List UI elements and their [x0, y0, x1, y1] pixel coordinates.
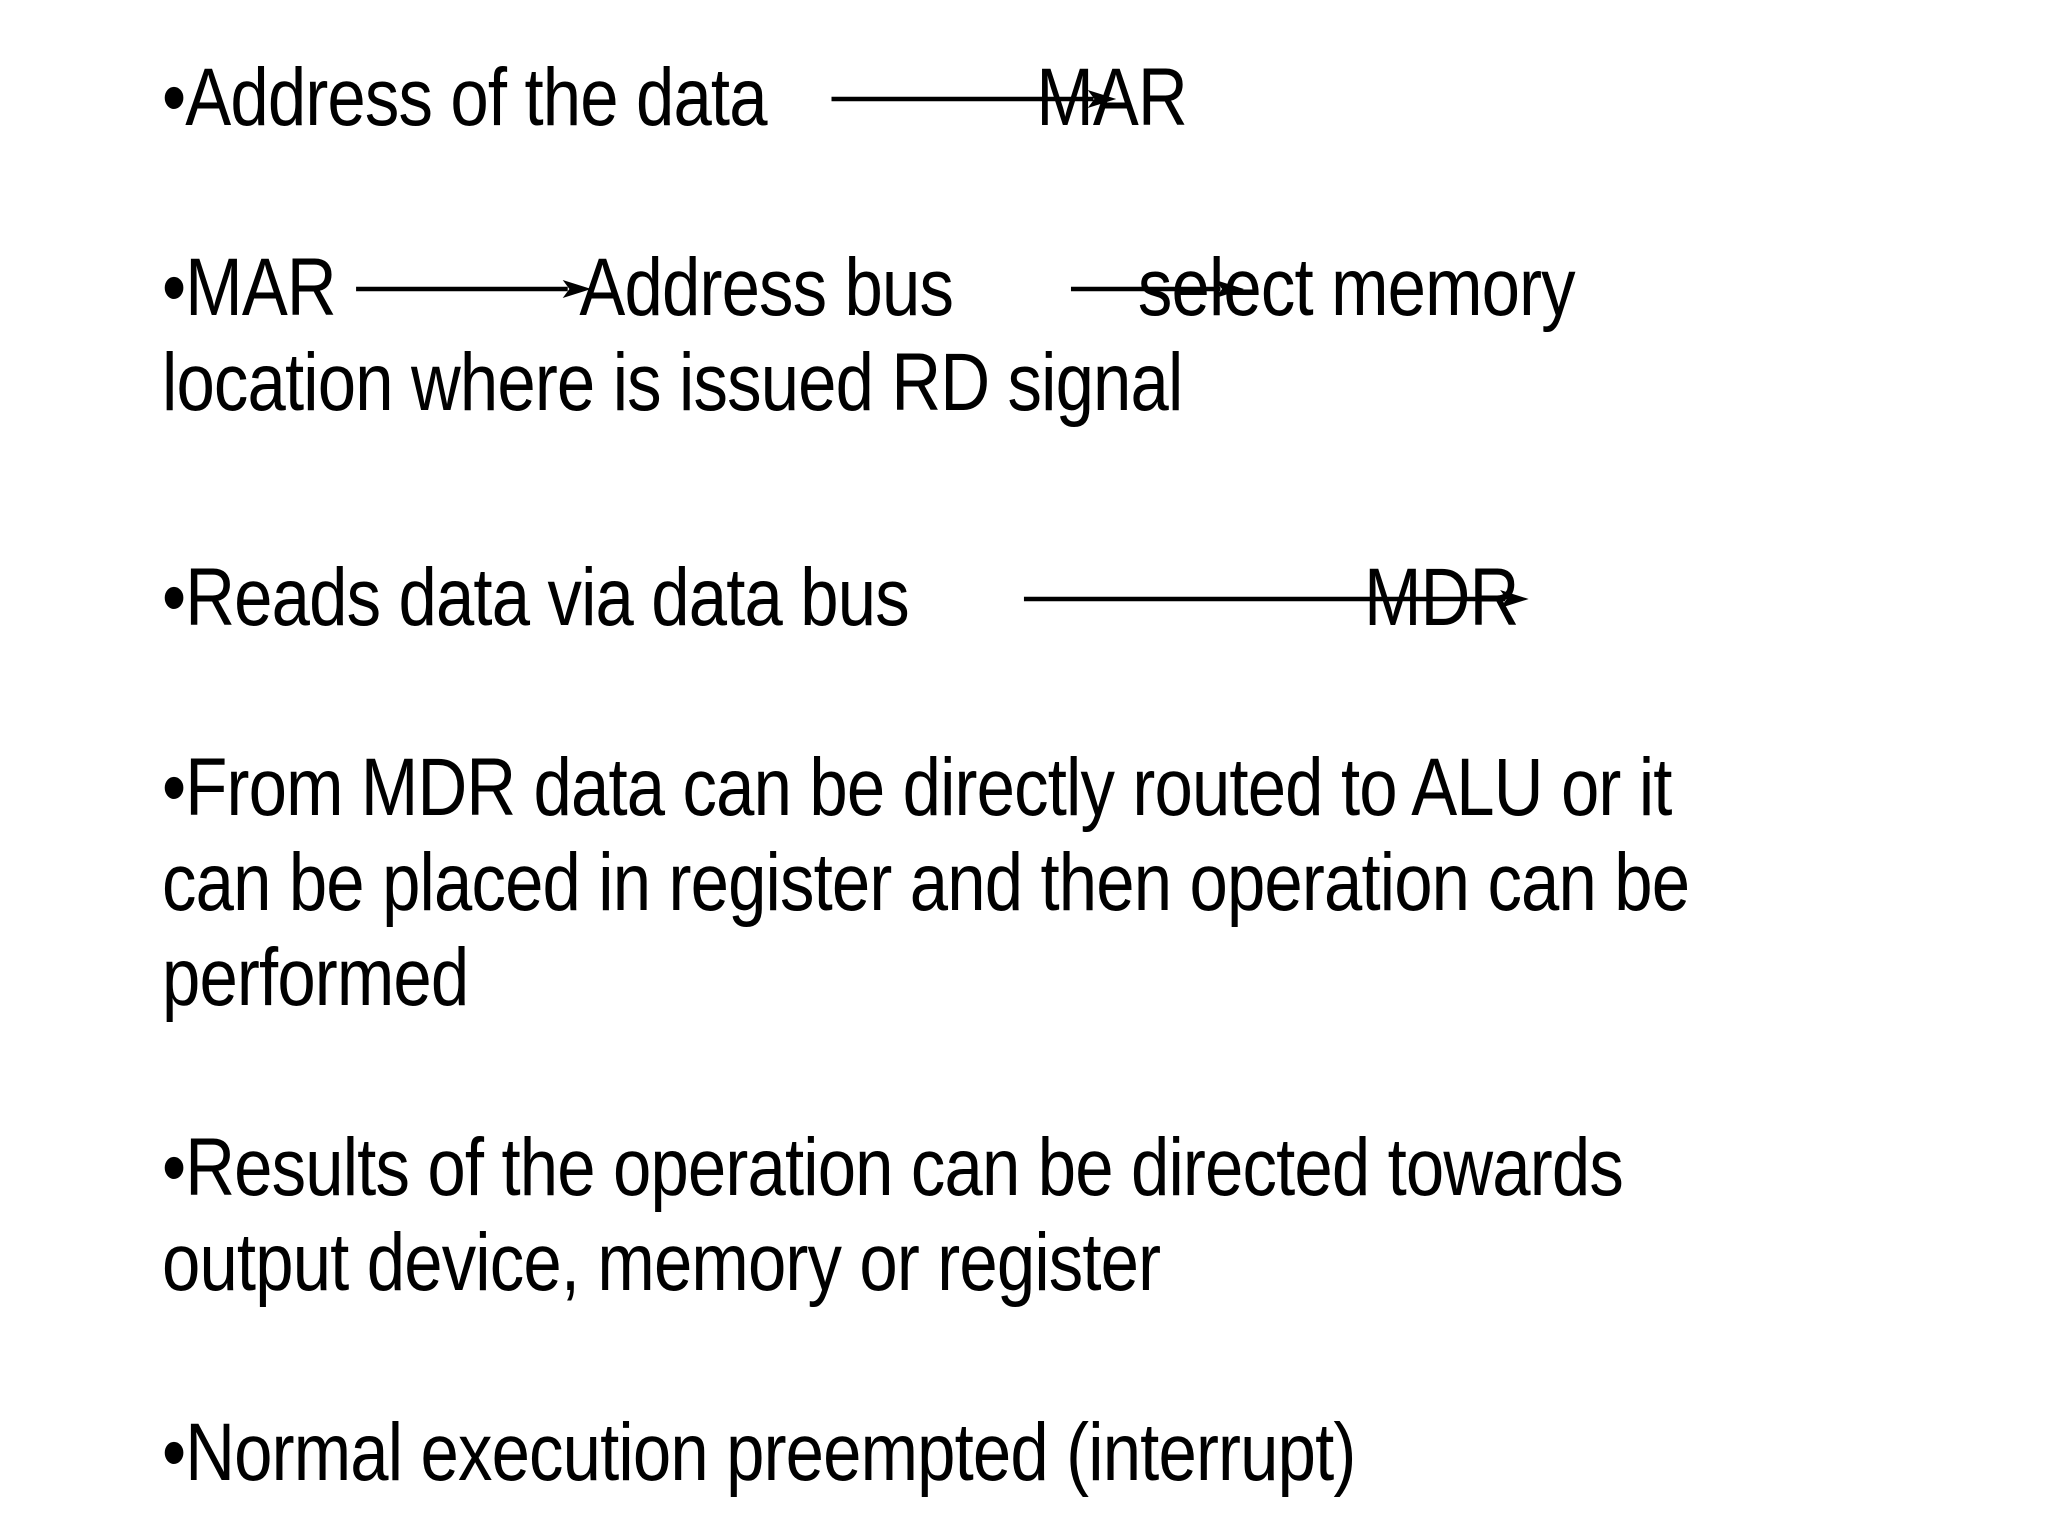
arrow-target-text: Address bus — [579, 242, 954, 333]
arrow-target-text: select memory — [1137, 242, 1576, 333]
text-line: •Reads data via data bus MDR — [162, 550, 2048, 645]
bullet-item-results: •Results of the operation can be directe… — [162, 1120, 2048, 1310]
bullet-marker: • — [162, 52, 186, 143]
bullet-item-from-mdr: •From MDR data can be directly routed to… — [162, 740, 2048, 1025]
bullet-text: Results of the operation can be directed… — [185, 1122, 1623, 1213]
text-line: •MAR Address bus select memory — [162, 240, 2048, 335]
text-line: •Normal execution preempted (interrupt) — [162, 1405, 2048, 1500]
text-line: output device, memory or register — [162, 1215, 2048, 1310]
bullet-marker: • — [162, 1407, 186, 1498]
right-arrow-icon — [1070, 280, 1244, 298]
text-line: •Address of the data MAR — [162, 50, 2048, 145]
right-arrow-icon — [1023, 590, 1529, 608]
bullet-text: can be placed in register and then opera… — [162, 837, 1690, 928]
bullet-marker: • — [162, 742, 186, 833]
bullet-text: From MDR data can be directly routed to … — [185, 742, 1672, 833]
text-line: •From MDR data can be directly routed to… — [162, 740, 2048, 835]
bullet-item-interrupt: •Normal execution preempted (interrupt) — [162, 1405, 2048, 1500]
bullet-marker: • — [162, 552, 186, 643]
bullet-marker: • — [162, 1122, 186, 1213]
bullet-text: location where is issued RD signal — [162, 337, 1183, 428]
bullet-text: Address of the data — [185, 52, 767, 143]
arrow-target-text: MDR — [1364, 552, 1519, 643]
right-arrow-icon — [355, 280, 592, 298]
text-line: performed — [162, 930, 2048, 1025]
bullet-item-mar-to-address-bus: •MAR Address bus select memory location wh… — [162, 240, 2048, 430]
arrow-target-text: MAR — [1036, 52, 1187, 143]
text-line: location where is issued RD signal — [162, 335, 2048, 430]
bullet-text: output device, memory or register — [162, 1217, 1161, 1308]
bullet-marker: • — [162, 242, 186, 333]
bullet-text: MAR — [185, 242, 336, 333]
bullet-text: performed — [162, 932, 469, 1023]
text-line: •Results of the operation can be directe… — [162, 1120, 2048, 1215]
bullet-text: Reads data via data bus — [185, 552, 909, 643]
bullet-item-reads-data: •Reads data via data bus MDR — [162, 550, 2048, 645]
text-line: can be placed in register and then opera… — [162, 835, 2048, 930]
right-arrow-icon — [831, 90, 1117, 108]
bullet-text: Normal execution preempted (interrupt) — [185, 1407, 1356, 1498]
bullet-item-address-of-data: •Address of the data MAR — [162, 50, 2048, 145]
